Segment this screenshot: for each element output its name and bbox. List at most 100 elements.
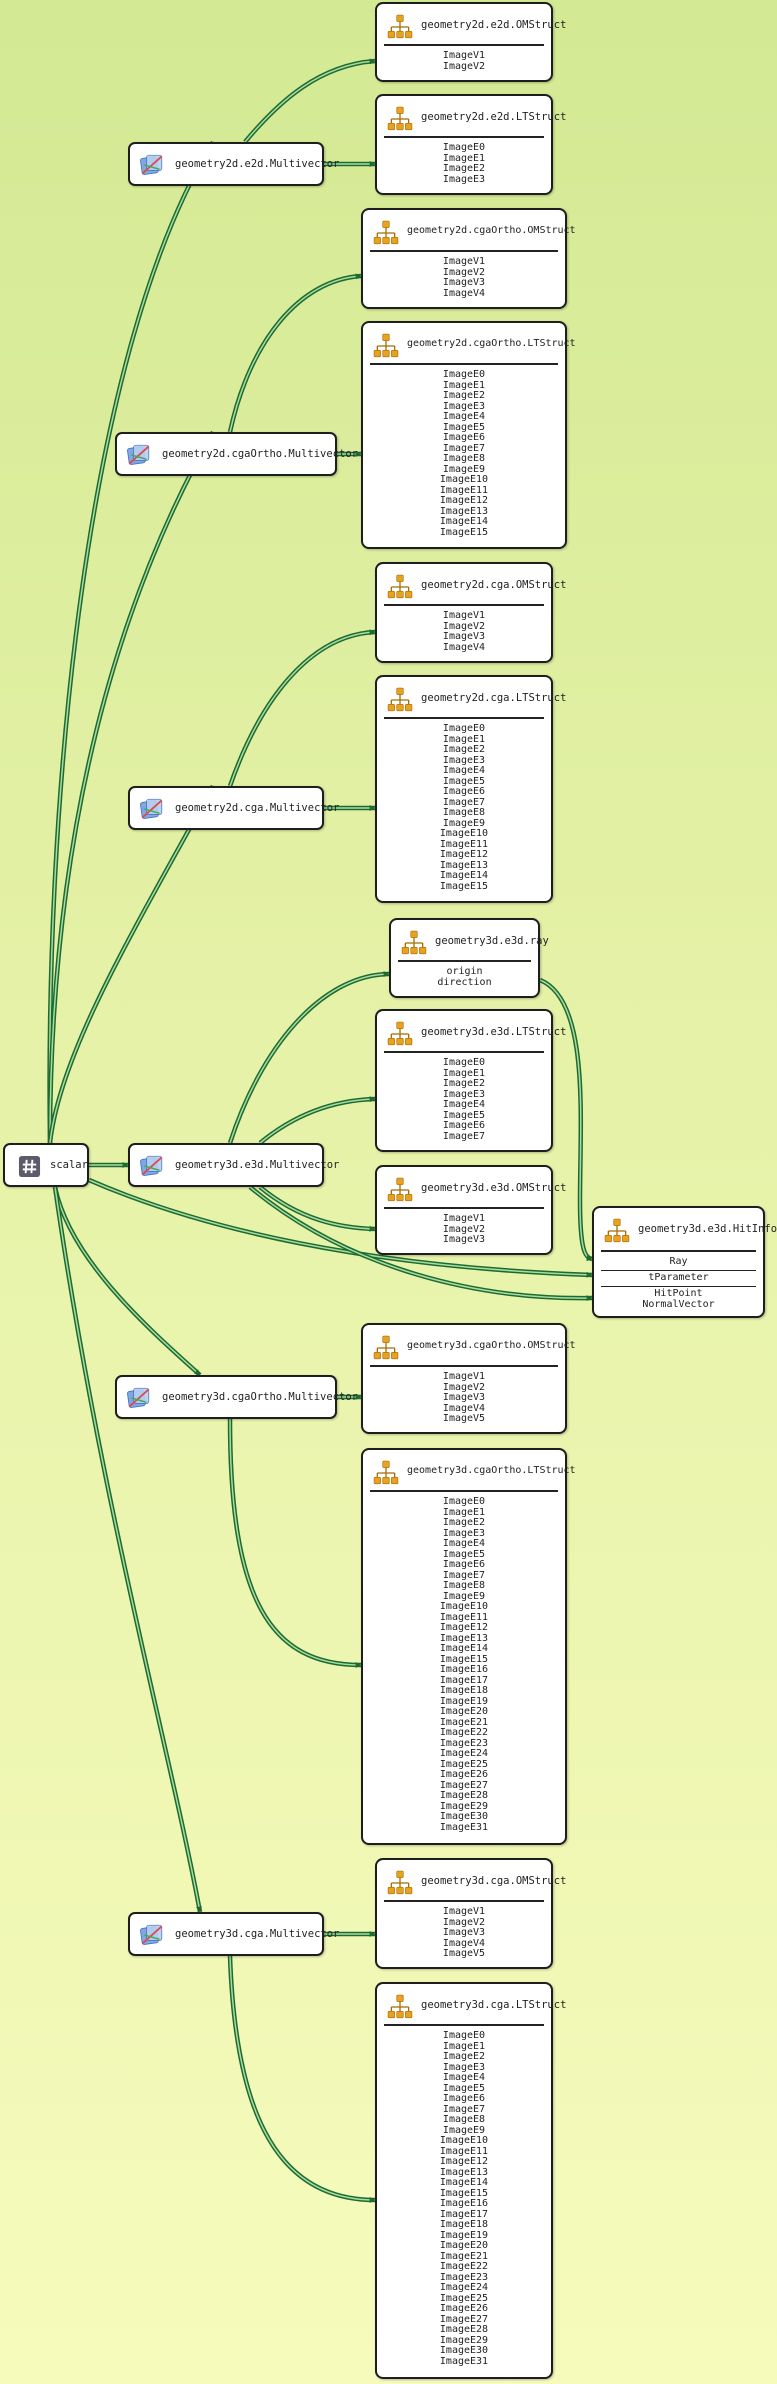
- multivector-icon: [140, 798, 163, 819]
- edge-outline: [258, 1096, 376, 1145]
- multivector-node[interactable]: geometry2d.e2d.Multivector: [128, 142, 339, 186]
- struct-field: ImageE3: [442, 173, 486, 185]
- edge-outline: [227, 1955, 376, 2203]
- struct-field: ImageV5: [442, 1948, 486, 1959]
- edge-highlight: [229, 275, 362, 433]
- struct-field: ImageE5: [442, 1109, 486, 1121]
- struct-field: ImageE7: [442, 2103, 486, 2115]
- struct-field: ImageE5: [442, 1548, 486, 1560]
- struct-field: ImageE3: [442, 754, 486, 766]
- struct-field: ImageE19: [439, 1695, 489, 1707]
- struct-field: ImageE4: [442, 1099, 486, 1110]
- multivector-node[interactable]: geometry3d.cga.Multivector: [128, 1912, 340, 1956]
- struct-field: ImageE1: [442, 152, 486, 164]
- struct-icon: [387, 687, 413, 712]
- struct-icon: [387, 14, 413, 39]
- edge-highlight: [249, 1186, 593, 1299]
- struct-field: ImageE13: [439, 505, 489, 517]
- scalar-node[interactable]: scalar: [3, 1143, 89, 1187]
- multivector-node[interactable]: geometry3d.cgaOrtho.Multivector: [115, 1375, 358, 1419]
- struct-field: ImageE2: [442, 2051, 486, 2062]
- struct-field: ImageE15: [439, 1653, 489, 1665]
- struct-field: ImageV4: [442, 1937, 486, 1949]
- struct-field: ImageE18: [439, 1685, 489, 1696]
- struct-title: geometry3d.e3d.LTStruct: [421, 1026, 567, 1038]
- edge-outline: [227, 971, 390, 1144]
- struct-field: ImageE12: [439, 2156, 489, 2167]
- hitinfo-node[interactable]: geometry3d.e3d.HitInfo Ray tParameter Hi…: [592, 1206, 777, 1318]
- struct-field: ImageE20: [439, 2240, 489, 2251]
- struct-field: ImageE3: [442, 400, 486, 412]
- struct-field: ImageE31: [439, 2355, 489, 2367]
- struct-field: ImageV3: [442, 631, 486, 642]
- struct-field: ImageV4: [442, 287, 486, 299]
- struct-field: ImageE4: [442, 1538, 486, 1549]
- struct-field: ImageE0: [442, 142, 486, 153]
- struct-field: ImageV1: [442, 50, 486, 61]
- struct-field: ImageE26: [439, 1769, 489, 1780]
- struct-field: ImageE30: [439, 2345, 489, 2356]
- edge-arrow: [355, 273, 362, 280]
- edge-arrow: [369, 1096, 376, 1103]
- multivector-label: geometry2d.cga.Multivector: [175, 802, 340, 814]
- struct-field: ImageE22: [439, 1727, 489, 1738]
- struct-icon: [373, 220, 399, 245]
- struct-field: ImageE9: [442, 817, 486, 829]
- edge-highlight: [259, 1098, 376, 1144]
- struct-icon: [604, 1218, 630, 1243]
- struct-field: ImageE0: [442, 1057, 486, 1068]
- struct-field: ImageE8: [442, 2114, 486, 2125]
- struct-icon: [387, 106, 413, 131]
- struct-field: ImageE14: [439, 870, 489, 881]
- struct-field: ImageE29: [439, 2334, 489, 2346]
- struct-field: ImageE8: [442, 807, 486, 818]
- multivector-icon: [140, 1155, 163, 1176]
- struct-field: ImageE7: [442, 1569, 486, 1581]
- struct-field: ImageE25: [439, 2292, 489, 2304]
- struct-field: ImageE3: [442, 1088, 486, 1100]
- struct-field: ImageV2: [442, 1223, 486, 1235]
- multivector-node[interactable]: geometry2d.cgaOrtho.Multivector: [115, 432, 358, 476]
- edge-highlight: [539, 979, 593, 1260]
- struct-title: geometry3d.e3d.OMStruct: [421, 1182, 567, 1194]
- multivector-label: geometry3d.cga.Multivector: [175, 1928, 340, 1940]
- struct-field: ImageE11: [439, 1611, 489, 1623]
- edge-outline: [227, 629, 376, 787]
- struct-field: ImageE6: [442, 2093, 486, 2104]
- struct-title: geometry3d.e3d.ray: [435, 935, 549, 947]
- edge-highlight: [54, 1186, 201, 1913]
- struct-field: ImageE6: [442, 786, 486, 797]
- struct-field: ImageE31: [439, 1821, 489, 1833]
- multivector-node[interactable]: geometry2d.cga.Multivector: [128, 786, 340, 830]
- struct-field: ImageE9: [442, 1590, 486, 1602]
- struct-icon: [387, 1177, 413, 1202]
- struct-field: ImageE3: [442, 1527, 486, 1539]
- struct-field: ImageV1: [442, 1371, 486, 1382]
- struct-field: ImageV3: [442, 277, 486, 288]
- multivector-label: geometry2d.cgaOrtho.Multivector: [162, 448, 358, 460]
- struct-title: geometry2d.cga.LTStruct: [421, 692, 567, 704]
- struct-field: ImageV4: [442, 1402, 486, 1414]
- struct-field: ImageE2: [442, 744, 486, 755]
- edge-highlight: [54, 1186, 201, 1376]
- struct-field: ImageE21: [439, 1716, 489, 1728]
- multivector-node[interactable]: geometry3d.e3d.Multivector: [128, 1143, 339, 1187]
- struct-field: ImageE9: [442, 2124, 486, 2136]
- multivector-icon: [127, 1387, 150, 1408]
- struct-field: ImageE28: [439, 1790, 489, 1801]
- struct-field: ImageE12: [439, 495, 489, 506]
